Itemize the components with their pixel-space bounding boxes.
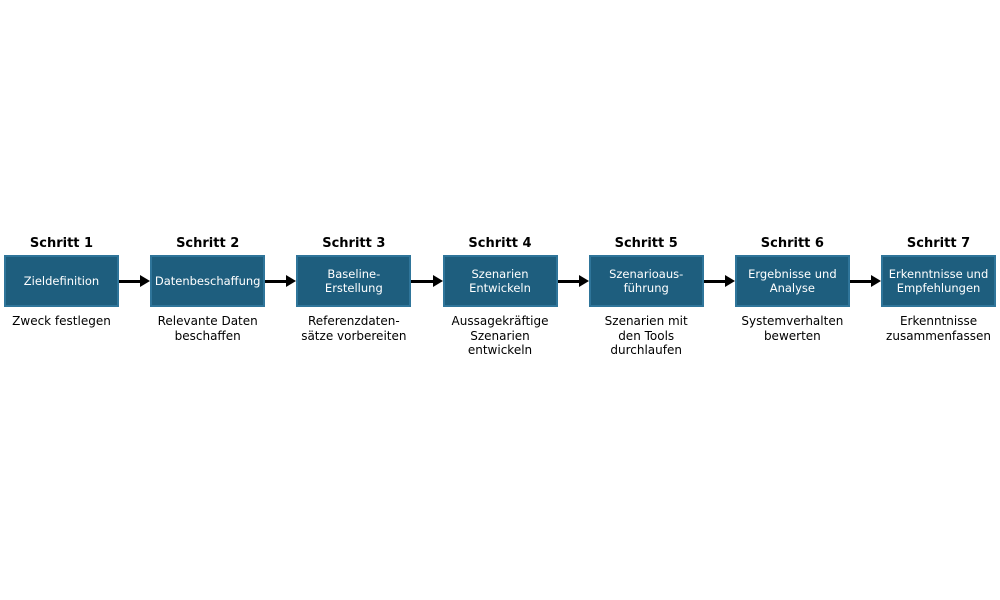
step-label: Schritt 3 <box>322 236 386 251</box>
step-description: Erkenntnisse zusammenfassen <box>886 314 991 343</box>
process-flow-diagram: Schritt 1 Zieldefinition Zweck festlegen… <box>4 236 997 358</box>
step-title: Zieldefinition <box>23 274 100 288</box>
flow-arrow-icon <box>557 275 589 287</box>
flow-arrow-icon <box>265 275 297 287</box>
step-2: Schritt 2 Datenbeschaffung Relevante Dat… <box>150 236 266 343</box>
step-box: Ergebnisse und Analyse <box>734 255 850 307</box>
step-box: Baseline- Erstellung <box>296 255 412 307</box>
step-box: Zieldefinition <box>4 255 119 307</box>
step-title: Baseline- Erstellung <box>324 267 383 295</box>
step-description: Referenzdaten- sätze vorbereiten <box>301 314 407 343</box>
step-box: Erkenntnisse und Empfehlungen <box>881 255 997 307</box>
step-title: Datenbeschaffung <box>154 274 261 288</box>
step-title: Ergebnisse und Analyse <box>748 267 837 295</box>
step-box: Szenarioaus- führung <box>588 255 704 307</box>
step-title: Erkenntnisse und Empfehlungen <box>888 267 989 295</box>
step-description: Zweck festlegen <box>12 314 111 328</box>
step-box: Szenarien Entwickeln <box>442 255 558 307</box>
step-3: Schritt 3 Baseline- Erstellung Referenzd… <box>296 236 412 343</box>
step-title: Szenarien Entwickeln <box>469 267 531 295</box>
step-4: Schritt 4 Szenarien Entwickeln Aussagekr… <box>442 236 558 358</box>
step-description: Szenarien mit den Tools durchlaufen <box>604 314 688 357</box>
step-5: Schritt 5 Szenarioaus- führung Szenarien… <box>588 236 704 358</box>
step-6: Schritt 6 Ergebnisse und Analyse Systemv… <box>734 236 850 343</box>
flow-arrow-icon <box>119 275 151 287</box>
step-1: Schritt 1 Zieldefinition Zweck festlegen <box>4 237 119 329</box>
step-label: Schritt 4 <box>468 236 532 251</box>
flow-arrow-icon <box>411 275 443 287</box>
step-label: Schritt 7 <box>906 236 971 251</box>
flow-arrow-icon <box>703 275 735 287</box>
step-label: Schritt 6 <box>760 236 824 251</box>
step-7: Schritt 7 Erkenntnisse und Empfehlungen … <box>881 236 997 343</box>
step-box: Datenbeschaffung <box>150 255 266 307</box>
step-title: Szenarioaus- führung <box>609 267 684 295</box>
step-description: Aussagekräftige Szenarien entwickeln <box>451 314 549 357</box>
step-description: Systemverhalten bewerten <box>741 314 844 343</box>
flow-arrow-icon <box>849 275 882 287</box>
step-label: Schritt 1 <box>29 236 94 251</box>
step-label: Schritt 5 <box>614 236 678 251</box>
step-description: Relevante Daten beschaffen <box>157 314 258 343</box>
step-label: Schritt 2 <box>176 236 240 251</box>
